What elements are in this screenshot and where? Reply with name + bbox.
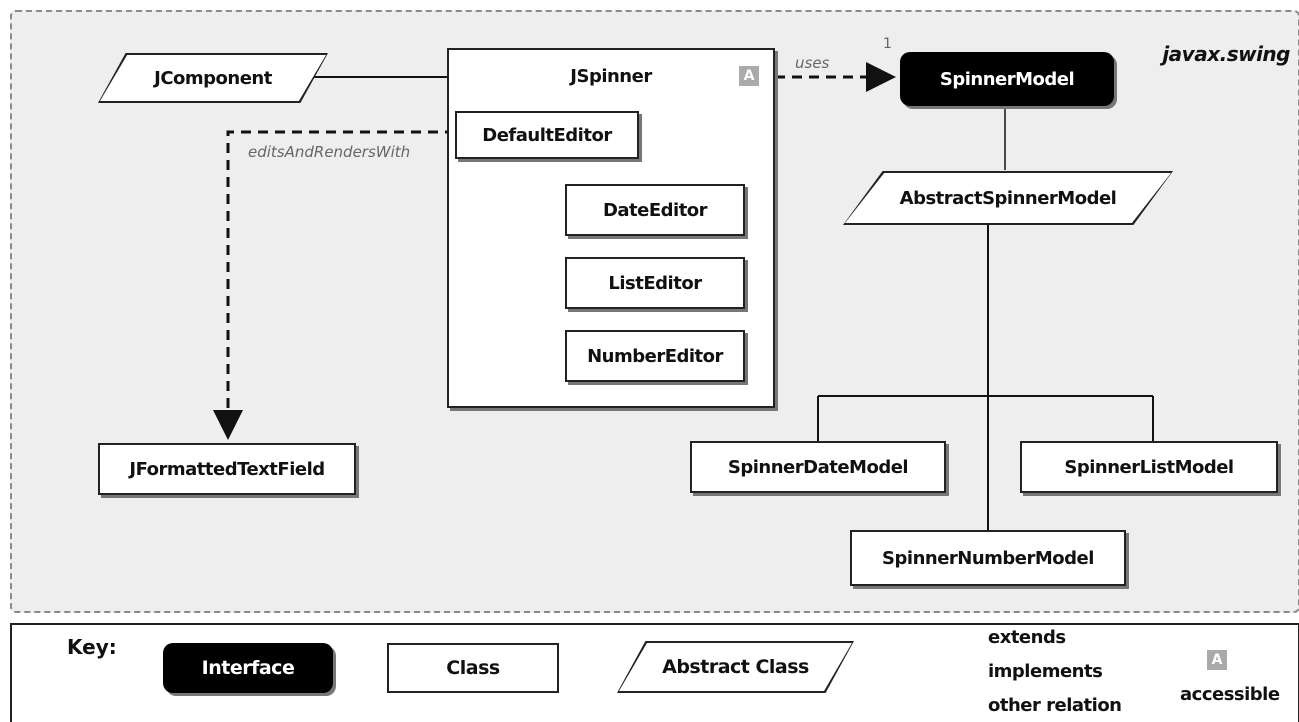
date-editor-node[interactable]: DateEditor: [565, 184, 745, 236]
legend-extends-label: extends: [988, 627, 1066, 648]
legend-interface-label: Interface: [201, 657, 295, 679]
abstract-fill: [100, 55, 326, 101]
jformatted-text-field-node[interactable]: JFormattedTextField: [98, 443, 356, 495]
legend-class-label: Class: [446, 657, 500, 679]
edits-and-renders-with-label: editsAndRendersWith: [248, 143, 411, 161]
accessible-icon: A: [739, 66, 759, 86]
abstract-fill: [845, 173, 1171, 223]
default-editor-label: DefaultEditor: [482, 124, 612, 146]
spinner-model-node[interactable]: SpinnerModel: [900, 52, 1114, 106]
jcomponent-label: JComponent: [154, 67, 272, 89]
legend-accessible-icon: A: [1207, 650, 1227, 670]
number-editor-label: NumberEditor: [587, 345, 723, 367]
default-editor-node[interactable]: DefaultEditor: [455, 111, 639, 159]
spinner-list-model-label: SpinnerListModel: [1064, 456, 1234, 478]
package-name: javax.swing: [1162, 42, 1290, 66]
legend-class-swatch: Class: [387, 643, 559, 693]
legend-abstract-class-swatch: Abstract Class: [617, 641, 854, 693]
edits-and-renders-with-arrow: [213, 130, 455, 440]
spinner-list-model-node[interactable]: SpinnerListModel: [1020, 441, 1278, 493]
list-editor-node[interactable]: ListEditor: [565, 257, 745, 309]
spinner-date-model-node[interactable]: SpinnerDateModel: [690, 441, 946, 493]
legend-accessible-label: accessible: [1180, 684, 1280, 705]
spinner-model-label: SpinnerModel: [939, 68, 1075, 90]
date-editor-label: DateEditor: [602, 199, 708, 221]
abstract-spinner-model-node[interactable]: AbstractSpinnerModel: [843, 171, 1173, 225]
legend-other-relation-label: other relation: [988, 695, 1122, 716]
list-editor-label: ListEditor: [608, 272, 702, 294]
jspinner-label: JSpinner: [570, 66, 652, 87]
spinner-number-model-node[interactable]: SpinnerNumberModel: [850, 530, 1126, 586]
jcomponent-node[interactable]: JComponent: [98, 53, 328, 103]
legend-title: Key:: [67, 635, 117, 659]
number-editor-node[interactable]: NumberEditor: [565, 330, 745, 382]
spinner-date-model-label: SpinnerDateModel: [727, 456, 909, 478]
jformatted-text-field-label: JFormattedTextField: [129, 458, 325, 480]
legend-interface-swatch: Interface: [163, 643, 333, 693]
legend-implements-label: implements: [988, 661, 1103, 682]
uses-multiplicity: 1: [883, 36, 892, 52]
abstract-fill: [619, 643, 852, 691]
uses-label: uses: [795, 54, 830, 72]
abstract-spinner-model-label: AbstractSpinnerModel: [899, 187, 1117, 209]
spinner-number-model-label: SpinnerNumberModel: [882, 547, 1094, 569]
legend-abstract-class-label: Abstract Class: [662, 656, 809, 678]
